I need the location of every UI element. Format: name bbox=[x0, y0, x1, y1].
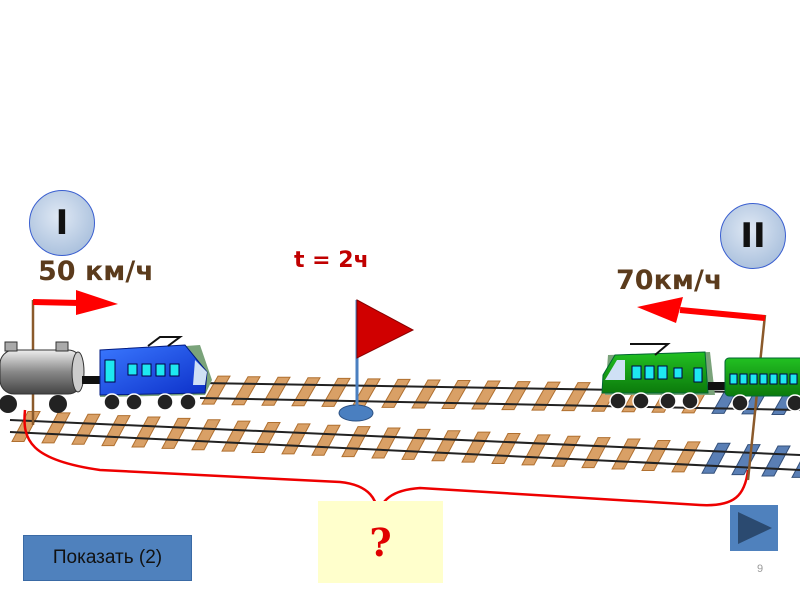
sleeper bbox=[701, 442, 731, 474]
sleeper bbox=[221, 420, 251, 452]
sleeper bbox=[791, 461, 800, 478]
train-2-speed: 70км/ч bbox=[616, 265, 723, 296]
sleeper bbox=[491, 433, 521, 465]
sleeper bbox=[291, 377, 321, 407]
train-1-badge: I bbox=[29, 190, 95, 256]
sleeper bbox=[371, 427, 401, 459]
train-1-speed: 50 км/ч bbox=[38, 256, 154, 287]
sleeper bbox=[341, 426, 371, 458]
sleeper bbox=[311, 424, 341, 456]
sleeper bbox=[381, 378, 411, 408]
tank-car bbox=[0, 341, 100, 413]
sleeper bbox=[231, 376, 261, 406]
train-2-badge: II bbox=[720, 203, 786, 269]
next-slide-button[interactable] bbox=[730, 505, 778, 551]
sleeper bbox=[131, 416, 161, 448]
sleeper bbox=[321, 377, 351, 407]
sleeper bbox=[411, 379, 441, 409]
sleeper bbox=[521, 434, 551, 466]
page-number: 9 bbox=[757, 563, 764, 575]
sleeper bbox=[461, 431, 491, 463]
play-triangle-icon bbox=[738, 512, 772, 544]
sleeper bbox=[761, 445, 791, 477]
sleeper bbox=[41, 412, 71, 444]
flag-icon bbox=[338, 299, 415, 422]
sleeper bbox=[71, 413, 101, 445]
sleeper bbox=[401, 428, 431, 460]
sleeper bbox=[261, 376, 291, 406]
blue-locomotive bbox=[99, 336, 212, 411]
sleeper bbox=[671, 441, 701, 473]
arrow-left-icon bbox=[637, 297, 766, 323]
green-locomotive bbox=[601, 343, 726, 410]
arrow-right-icon bbox=[32, 290, 118, 315]
green-car bbox=[724, 357, 800, 412]
sleeper bbox=[101, 415, 131, 447]
show-button[interactable]: Показать (2) bbox=[23, 535, 192, 581]
sleeper bbox=[581, 437, 611, 469]
time-label: t = 2ч bbox=[294, 248, 369, 273]
answer-box[interactable]: ? bbox=[318, 501, 443, 583]
sleeper bbox=[431, 430, 461, 462]
sleeper bbox=[551, 435, 581, 467]
sleeper bbox=[161, 417, 191, 449]
sleeper bbox=[731, 444, 761, 476]
sleeper bbox=[251, 422, 281, 453]
sleeper bbox=[281, 423, 311, 455]
sleeper bbox=[641, 439, 671, 471]
sleeper bbox=[191, 419, 221, 451]
sleeper bbox=[611, 438, 641, 470]
lower-track bbox=[11, 410, 800, 478]
